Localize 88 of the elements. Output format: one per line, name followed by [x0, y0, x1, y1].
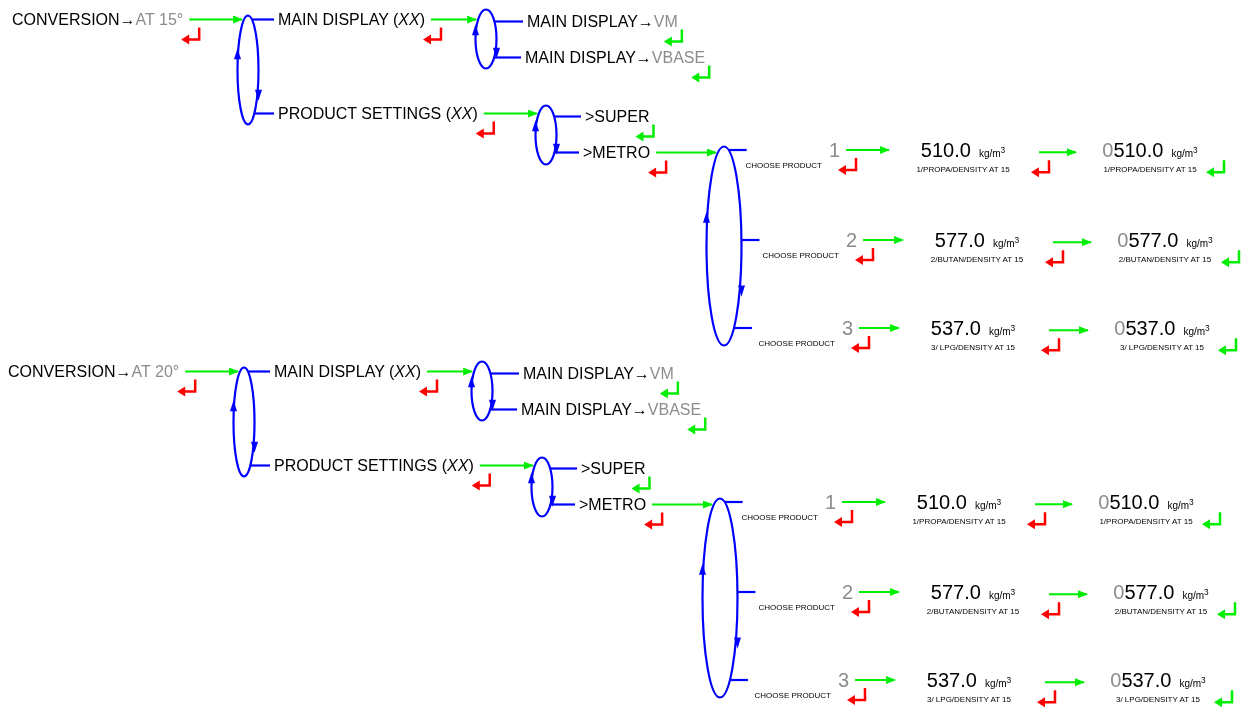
- option-label: CHOOSE PRODUCT: [762, 251, 839, 261]
- option-label: CHOOSE PRODUCT: [741, 513, 818, 523]
- menu-label: MAIN DISPLAY→VM: [523, 364, 674, 383]
- menu-label: PRODUCT SETTINGS (XX): [274, 456, 474, 475]
- density-caption: 2/BUTAN/DENSITY AT 15: [1114, 607, 1208, 618]
- density-caption: 2/BUTAN/DENSITY AT 15: [930, 255, 1024, 266]
- arrow: [858, 324, 900, 332]
- density-caption: 2/BUTAN/DENSITY AT 15: [1118, 255, 1212, 266]
- density-caption: 2/BUTAN/DENSITY AT 15: [926, 607, 1020, 618]
- density-value: 510.0 kg/m$^{3}$: [916, 491, 1002, 516]
- density-value: 537.0 kg/m$^{3}$: [930, 317, 1016, 342]
- density-caption: 1/PROPA/DENSITY AT 15: [912, 517, 1006, 528]
- density-value: 0577.0 kg/m$^{3}$: [1117, 229, 1213, 254]
- menu-label: MAIN DISPLAY (XX): [274, 362, 421, 381]
- menu-label: CONVERSION→AT 15°: [12, 10, 184, 29]
- density-value: 537.0 kg/m$^{3}$: [926, 669, 1012, 694]
- menu-label: >SUPER: [585, 107, 650, 126]
- option-label: CHOOSE PRODUCT: [745, 161, 822, 171]
- branch-line: [490, 408, 517, 411]
- branch-line: [251, 18, 274, 21]
- branch-line: [554, 151, 579, 154]
- branch-line: [550, 503, 575, 506]
- density-caption: 3/ LPG/DENSITY AT 15: [1119, 343, 1204, 354]
- density-value: 0577.0 kg/m$^{3}$: [1113, 581, 1209, 606]
- arrow: [655, 148, 717, 157]
- branch-line: [247, 370, 270, 373]
- arrow: [651, 500, 713, 509]
- density-value: 0537.0 kg/m$^{3}$: [1110, 669, 1206, 694]
- density-caption: 1/PROPA/DENSITY AT 15: [916, 165, 1010, 176]
- arrow: [841, 498, 886, 506]
- arrow: [854, 676, 896, 684]
- menu-label: >SUPER: [581, 459, 646, 478]
- arrow: [1052, 238, 1092, 247]
- option-label: CHOOSE PRODUCT: [758, 339, 835, 349]
- menu-label: CONVERSION→AT 20°: [8, 362, 180, 381]
- branch-line: [490, 372, 519, 375]
- arrow: [1038, 148, 1077, 157]
- arrow: [1044, 678, 1085, 687]
- density-caption: 3/ LPG/DENSITY AT 15: [926, 695, 1011, 706]
- menu-label: MAIN DISPLAY→VBASE: [521, 400, 702, 419]
- arrow: [430, 15, 478, 24]
- branch-line: [550, 467, 577, 470]
- density-value: 577.0 kg/m$^{3}$: [930, 581, 1016, 606]
- arrow: [478, 461, 534, 470]
- arrow: [1034, 500, 1073, 509]
- menu-label: PRODUCT SETTINGS (XX): [278, 104, 478, 123]
- option-number: 3: [837, 669, 849, 691]
- arrow: [862, 236, 904, 244]
- option-number: 1: [828, 139, 840, 161]
- branch-line: [737, 590, 756, 594]
- menu-label: >METRO: [583, 143, 651, 162]
- arrow: [1048, 326, 1089, 335]
- arrow: [845, 146, 890, 154]
- arrow: [482, 109, 538, 118]
- branch-line: [729, 678, 748, 682]
- arrow: [426, 367, 474, 376]
- density-value: 577.0 kg/m$^{3}$: [934, 229, 1020, 254]
- option-label: CHOOSE PRODUCT: [758, 603, 835, 613]
- density-value: 0510.0 kg/m$^{3}$: [1102, 139, 1198, 164]
- branch-line: [250, 464, 270, 467]
- branch-line: [494, 56, 521, 59]
- branch-line: [728, 148, 747, 152]
- branch-line: [554, 115, 581, 118]
- branch-line: [724, 500, 743, 504]
- option-number: 2: [845, 229, 857, 251]
- option-number: 3: [841, 317, 853, 339]
- density-caption: 3/ LPG/DENSITY AT 15: [930, 343, 1015, 354]
- density-caption: 1/PROPA/DENSITY AT 15: [1103, 165, 1197, 176]
- branch-line: [733, 326, 752, 330]
- density-value: 0510.0 kg/m$^{3}$: [1098, 491, 1194, 516]
- option-number: 1: [824, 491, 836, 513]
- arrow: [858, 588, 900, 596]
- branch-line: [494, 20, 523, 23]
- density-value: 510.0 kg/m$^{3}$: [920, 139, 1006, 164]
- menu-label: MAIN DISPLAY (XX): [278, 10, 425, 29]
- density-value: 0537.0 kg/m$^{3}$: [1114, 317, 1210, 342]
- option-number: 2: [841, 581, 853, 603]
- density-caption: 3/ LPG/DENSITY AT 15: [1115, 695, 1200, 706]
- option-label: CHOOSE PRODUCT: [754, 691, 831, 701]
- density-caption: 1/PROPA/DENSITY AT 15: [1099, 517, 1193, 528]
- arrow: [1048, 590, 1088, 599]
- menu-label: MAIN DISPLAY→VBASE: [525, 48, 706, 67]
- arrow: [188, 15, 244, 24]
- branch-line: [741, 238, 760, 242]
- menu-label: MAIN DISPLAY→VM: [527, 12, 678, 31]
- arrow: [184, 367, 240, 376]
- branch-line: [254, 112, 274, 115]
- menu-label: >METRO: [579, 495, 647, 514]
